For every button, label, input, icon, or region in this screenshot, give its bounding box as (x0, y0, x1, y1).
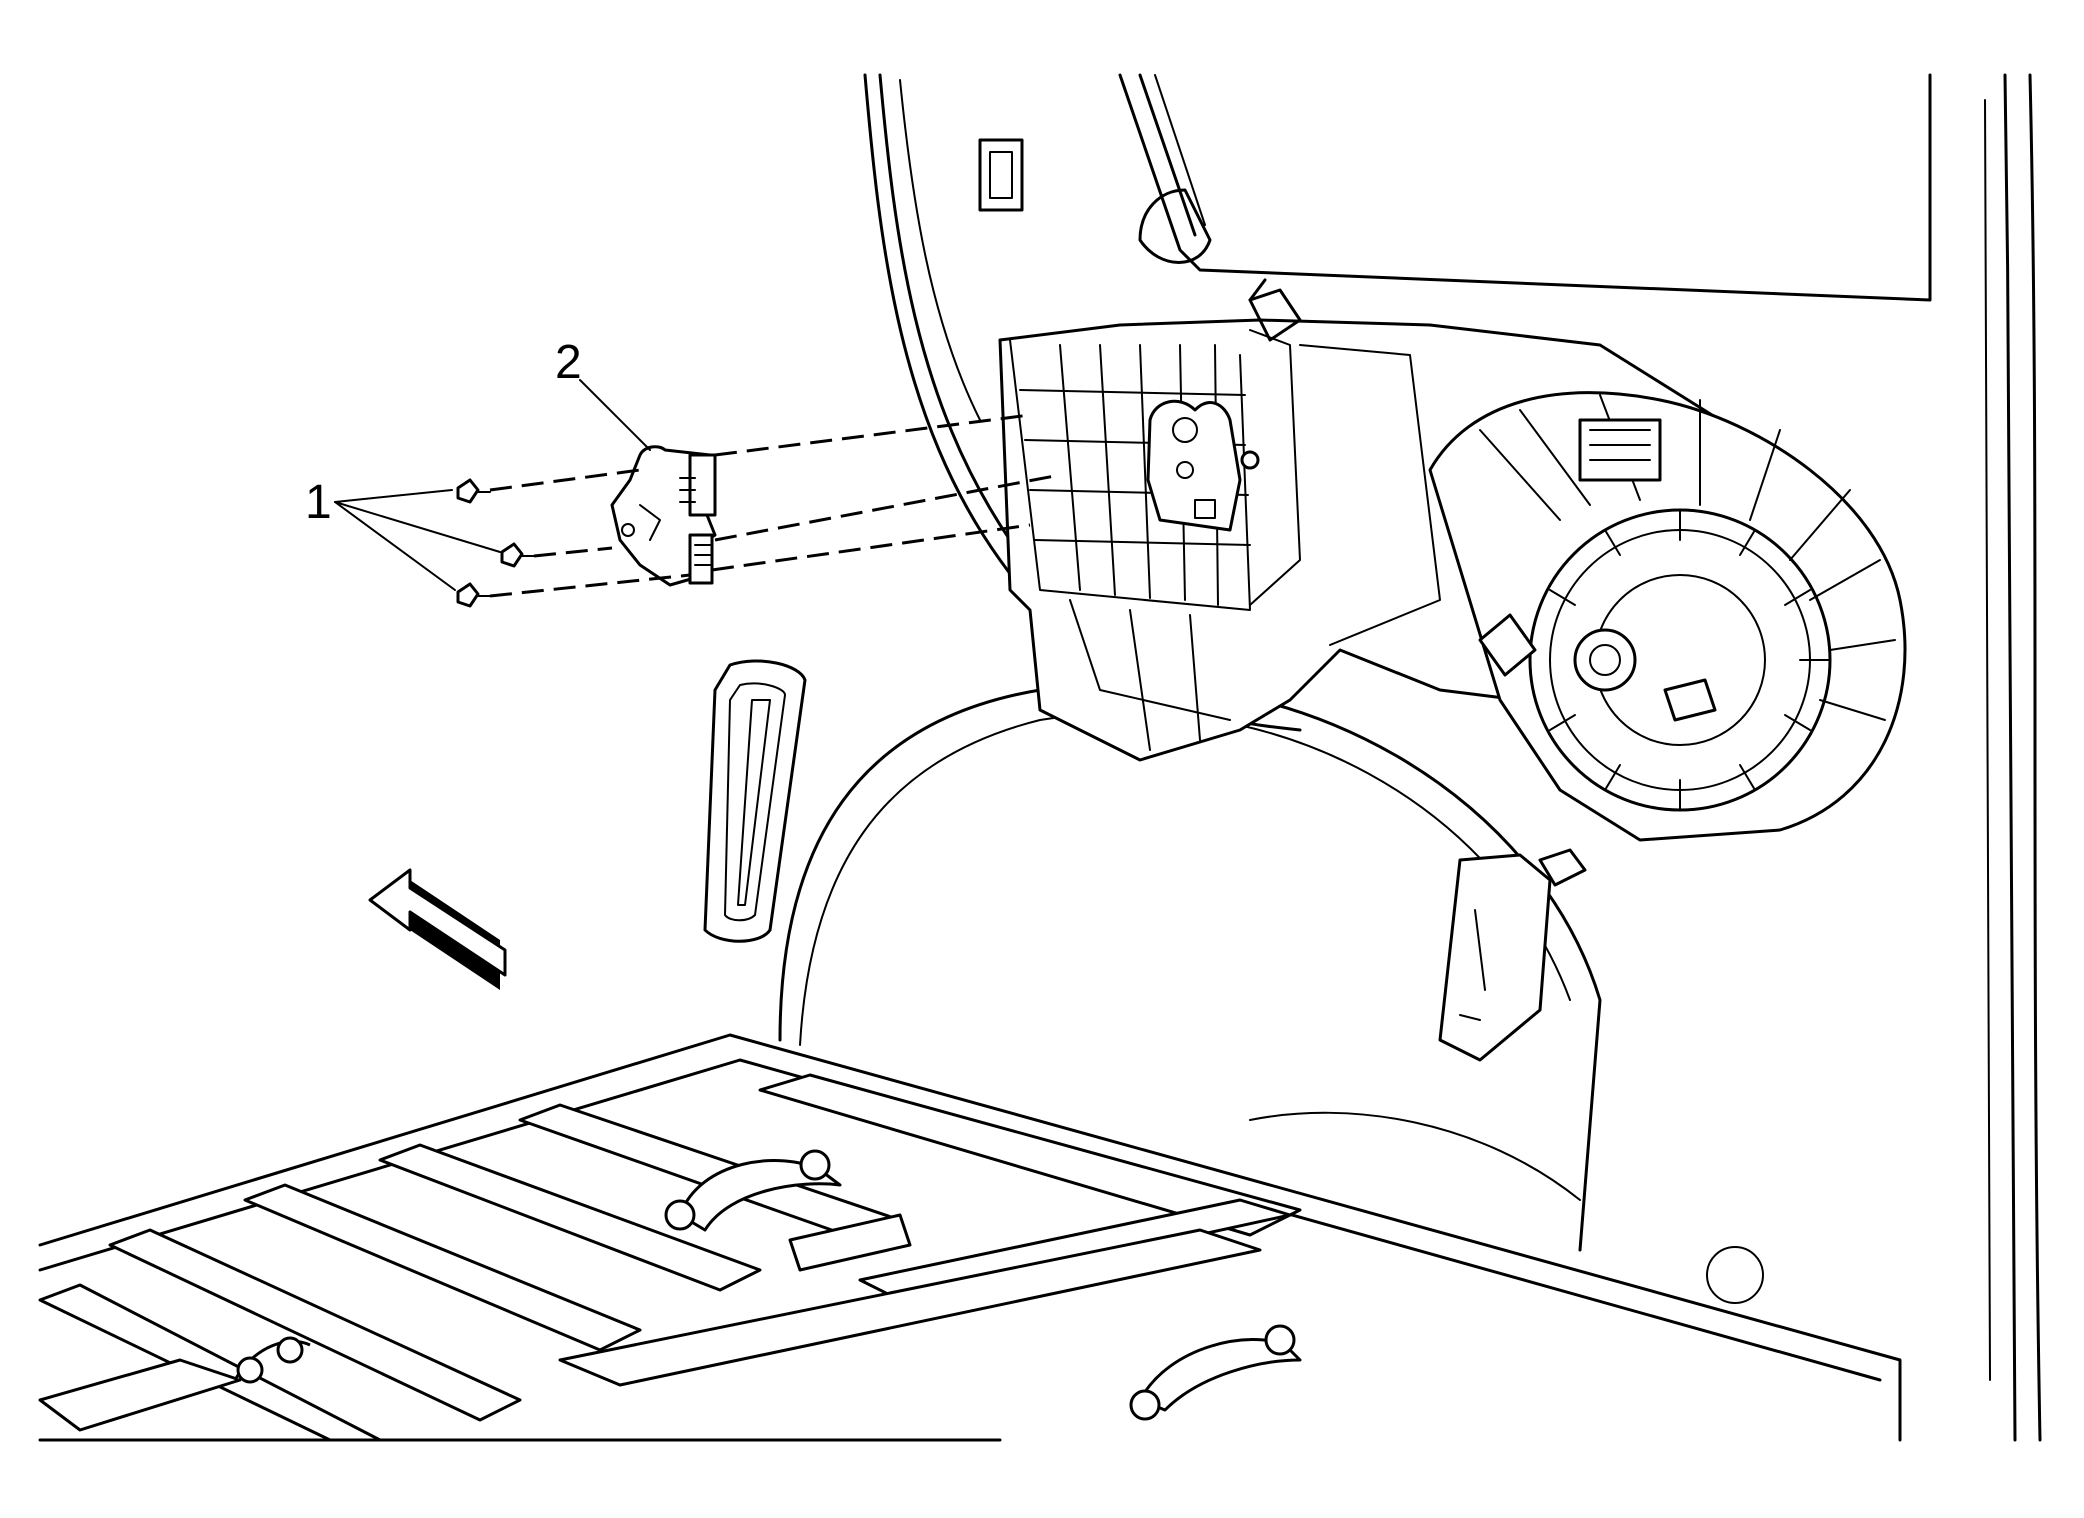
tie-down-front (664, 1149, 912, 1272)
panel-clip (978, 138, 1024, 212)
installed-actuator (1146, 399, 1260, 532)
floor-ribs (38, 1073, 1302, 1442)
installation-lines (489, 413, 1061, 598)
screw-icon (456, 478, 491, 504)
mounting-bracket (1438, 848, 1587, 1062)
blower-connector (1478, 613, 1537, 677)
cargo-floor (38, 1033, 1902, 1442)
front-direction-arrow-icon (368, 868, 507, 990)
side-vent (703, 659, 807, 943)
tie-down-left (233, 1336, 311, 1384)
blower-hub (1573, 628, 1637, 692)
blower-assembly (1428, 391, 1907, 842)
callout-label-2: 2 (555, 336, 582, 389)
callout-label-1: 1 (305, 476, 332, 529)
callout-leaders (334, 379, 651, 591)
screw-icon (456, 582, 491, 608)
actuator-exploded (610, 445, 717, 587)
tie-down-rear (1129, 1324, 1302, 1421)
screw-icon (500, 542, 535, 568)
screws (456, 478, 535, 608)
